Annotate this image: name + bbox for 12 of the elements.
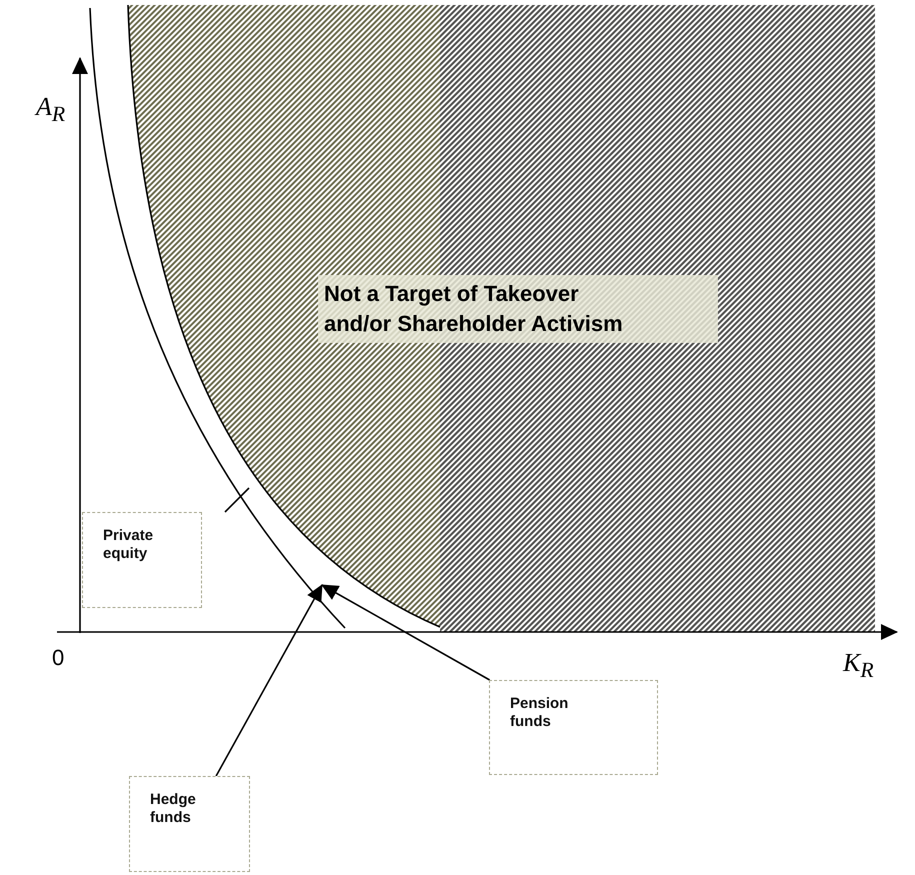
axis-label: A$_{R}$ (36, 92, 66, 128)
region-label: Not a Target of Takeover and/or Shareholder Activism (318, 275, 718, 343)
box-label: Hedge funds (150, 791, 197, 827)
text-box (129, 776, 250, 872)
box-label: Pension funds (510, 695, 570, 731)
box-label: Private equity (103, 527, 154, 563)
arrow (321, 584, 490, 681)
axis-label: K$_{R}$ (843, 648, 874, 684)
origin-label: 0 (52, 645, 64, 671)
text-box (82, 512, 202, 608)
text-box (489, 680, 658, 775)
arrow (215, 584, 323, 776)
